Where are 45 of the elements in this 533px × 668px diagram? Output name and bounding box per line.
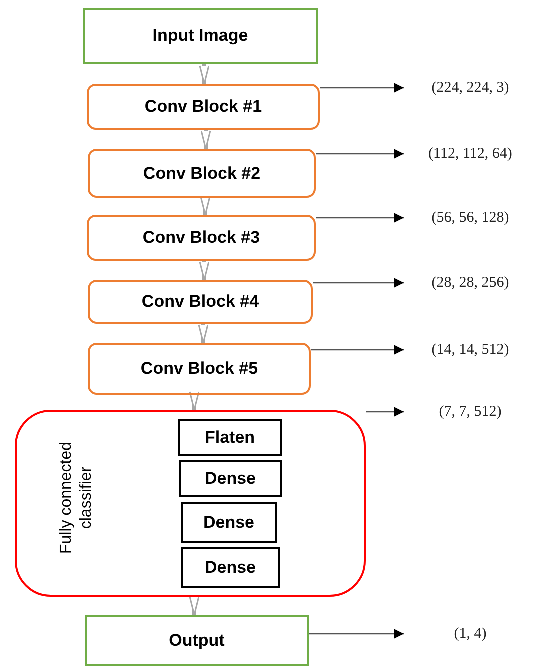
- layer-box: [179, 460, 282, 497]
- layer-box: [181, 547, 280, 588]
- block-label: Conv Block #4: [142, 292, 260, 312]
- layer-box: [181, 502, 277, 543]
- output-shape-label: (14, 14, 512): [432, 342, 510, 358]
- block-label: Conv Block #1: [144, 97, 262, 117]
- block-arrow: [200, 130, 212, 150]
- conv-block-box: [88, 280, 313, 324]
- block-arrow: [189, 391, 200, 411]
- arrow: [313, 278, 404, 288]
- block-label: Conv Block #5: [140, 359, 258, 379]
- output-shape-label: (7, 7, 512): [439, 404, 502, 420]
- block-arrow: [189, 596, 200, 616]
- output-shape-label: (112, 112, 64): [428, 146, 512, 162]
- conv-block-box: [87, 84, 320, 130]
- arrow: [309, 629, 404, 639]
- arrow: [316, 149, 404, 159]
- output-shape-label: (224, 224, 3): [432, 80, 510, 96]
- output-shape-label: (28, 28, 256): [432, 274, 510, 292]
- block-arrow: [200, 196, 211, 216]
- block-arrow: [198, 324, 209, 344]
- block-label: Input Image: [152, 26, 248, 46]
- conv-block-box: [87, 215, 316, 261]
- io-box: [85, 615, 309, 666]
- block-label: Output: [169, 630, 225, 650]
- rotated-label: Fully connected classifier: [57, 440, 96, 556]
- block-label: Dense: [204, 558, 256, 578]
- conv-block-box: [88, 149, 316, 198]
- arrow: [320, 83, 404, 93]
- output-shape-label: (56, 56, 128): [432, 210, 510, 226]
- arrow: [366, 407, 404, 417]
- block-label: Dense: [203, 512, 255, 532]
- layer-box: [178, 419, 282, 456]
- block-arrow: [199, 64, 210, 85]
- block-arrow: [199, 261, 210, 281]
- conv-block-box: [88, 343, 311, 395]
- block-label: Conv Block #3: [142, 228, 260, 248]
- arrow: [311, 345, 404, 355]
- io-box: [83, 8, 318, 64]
- arrow: [316, 213, 404, 223]
- block-label: Flaten: [204, 428, 256, 448]
- block-label: Conv Block #2: [143, 164, 261, 184]
- output-shape-label: (1, 4): [454, 626, 487, 642]
- classifier-group: [15, 410, 366, 597]
- block-label: Dense: [204, 468, 256, 488]
